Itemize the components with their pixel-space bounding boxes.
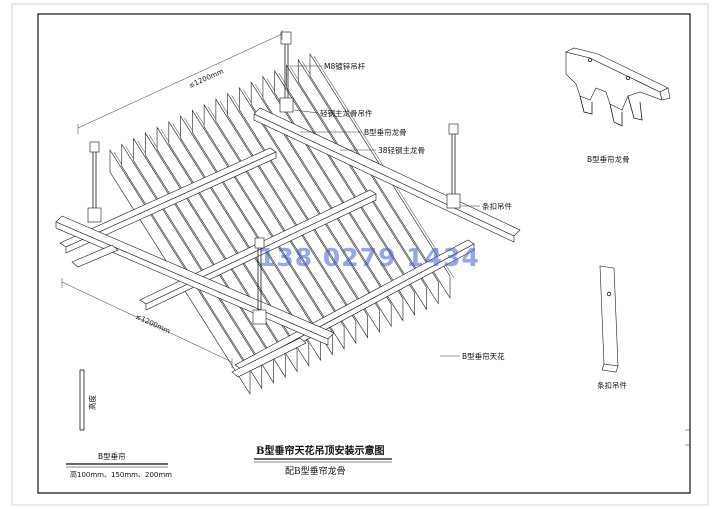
label-b-keel: B型垂帘龙骨	[364, 127, 407, 137]
profile-height: 高度	[87, 395, 97, 410]
diagram-title: B型垂帘天花吊顶安装示意图	[256, 444, 384, 457]
label-main-hanger: 轻钢主龙骨吊件	[320, 108, 373, 118]
dimension-bottom-label: ≤1200mm	[134, 313, 171, 336]
hanging-rods	[87, 31, 461, 325]
profile-name: B型垂帘	[98, 451, 126, 461]
label-clip-hanger: 条扣吊件	[482, 201, 512, 211]
caption-b-keel: B型垂帘龙骨	[587, 154, 630, 164]
slat	[286, 64, 427, 311]
diagram-subtitle: 配B型垂帘龙骨	[285, 465, 346, 477]
title-block: B型垂帘天花吊顶安装示意图 配B型垂帘龙骨	[254, 444, 392, 477]
dimension-top-label: ≤1200mm	[188, 67, 226, 90]
slat	[297, 58, 439, 305]
detail-clip-hanger: 条扣吊件	[597, 265, 627, 390]
profile-block: 高度 B型垂帘 高100mm、150mm、200mm	[66, 369, 172, 479]
slat	[250, 81, 392, 328]
phone-watermark: 138 0279 1434	[258, 243, 480, 272]
outer-border	[11, 3, 709, 506]
label-main-keel: 38轻钢主龙骨	[378, 145, 425, 155]
profile-sizes: 高100mm、150mm、200mm	[70, 470, 172, 479]
slat	[239, 86, 380, 333]
label-b-ceiling: B型垂帘天花	[462, 351, 505, 361]
label-rod: M8镀锌吊杆	[324, 61, 366, 71]
detail-b-keel: B型垂帘龙骨	[565, 47, 671, 164]
callouts: M8镀锌吊杆 轻钢主龙骨吊件 B型垂帘龙骨 38轻钢主龙骨 条扣吊件 B型垂帘天…	[289, 61, 512, 361]
inner-border	[37, 13, 691, 494]
caption-clip-hanger: 条扣吊件	[597, 380, 627, 390]
bottom-rails	[71, 244, 307, 378]
